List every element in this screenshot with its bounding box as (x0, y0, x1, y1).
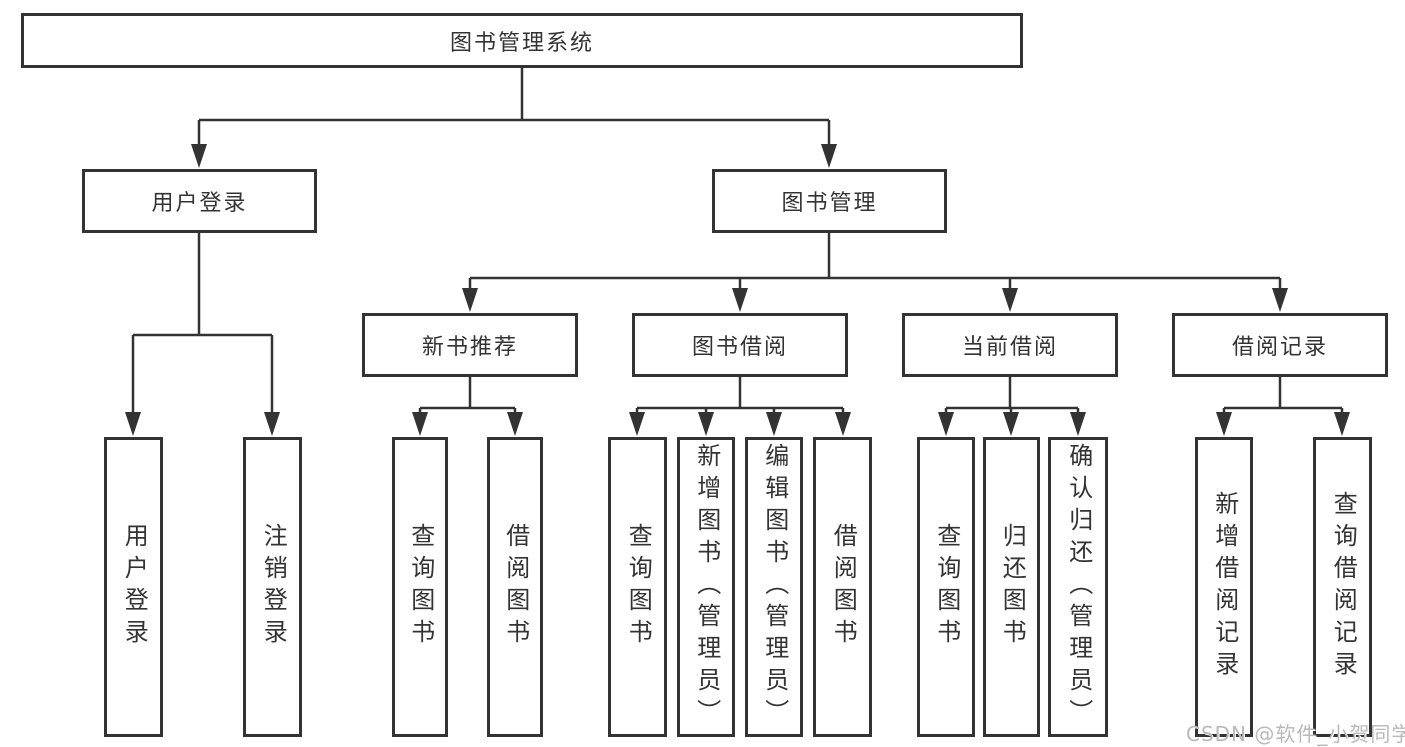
node-library-management-system: 图书管理系统 (21, 13, 1023, 68)
node-label: 新增图书（管理员） (692, 443, 721, 731)
node-label: 图书借阅 (691, 335, 788, 360)
leaf-query-books-borrowing: 查询图书 (608, 437, 667, 737)
leaf-query-books-current: 查询图书 (917, 437, 975, 737)
leaf-borrow-books-recommend: 借阅图书 (487, 437, 543, 737)
node-book-borrowing: 图书借阅 (632, 313, 848, 377)
node-label: 图书管理 (781, 191, 878, 216)
node-user-login: 用户登录 (82, 169, 317, 233)
node-label: 归还图书 (998, 523, 1027, 651)
node-new-book-recommendation: 新书推荐 (362, 313, 578, 377)
leaf-user-login: 用户登录 (104, 437, 163, 737)
node-label: 确认归还（管理员） (1064, 443, 1093, 731)
leaf-edit-books-admin: 编辑图书（管理员） (745, 437, 803, 737)
leaf-logout: 注销登录 (243, 437, 302, 737)
node-label: 编辑图书（管理员） (760, 443, 789, 731)
node-label: 用户登录 (151, 191, 248, 216)
leaf-return-books: 归还图书 (983, 437, 1040, 737)
leaf-confirm-return-admin: 确认归还（管理员） (1048, 437, 1108, 737)
node-label: 借阅记录 (1231, 335, 1328, 360)
leaf-borrow-books-borrowing: 借阅图书 (813, 437, 872, 737)
node-current-borrowing: 当前借阅 (902, 313, 1118, 377)
node-label: 新增借阅记录 (1210, 491, 1239, 683)
node-label: 查询图书 (406, 523, 435, 651)
leaf-query-borrow-record: 查询借阅记录 (1313, 437, 1372, 737)
node-label: 借阅图书 (501, 523, 530, 651)
leaf-add-books-admin: 新增图书（管理员） (677, 437, 735, 737)
node-label: 注销登录 (259, 523, 288, 651)
node-label: 新书推荐 (421, 335, 518, 360)
leaf-query-books-recommend: 查询图书 (392, 437, 448, 737)
csdn-watermark: CSDN @软件_小贺同学 (1186, 722, 1405, 746)
node-borrowing-records: 借阅记录 (1172, 313, 1388, 377)
node-label: 查询借阅记录 (1329, 491, 1358, 683)
node-label: 查询图书 (624, 523, 653, 651)
leaf-add-borrow-record: 新增借阅记录 (1195, 437, 1253, 737)
node-label: 借阅图书 (829, 523, 858, 651)
node-book-management: 图书管理 (712, 169, 947, 233)
node-label: 查询图书 (932, 523, 961, 651)
node-label: 图书管理系统 (449, 30, 594, 56)
node-label: 用户登录 (120, 523, 149, 651)
node-label: 当前借阅 (961, 335, 1058, 360)
